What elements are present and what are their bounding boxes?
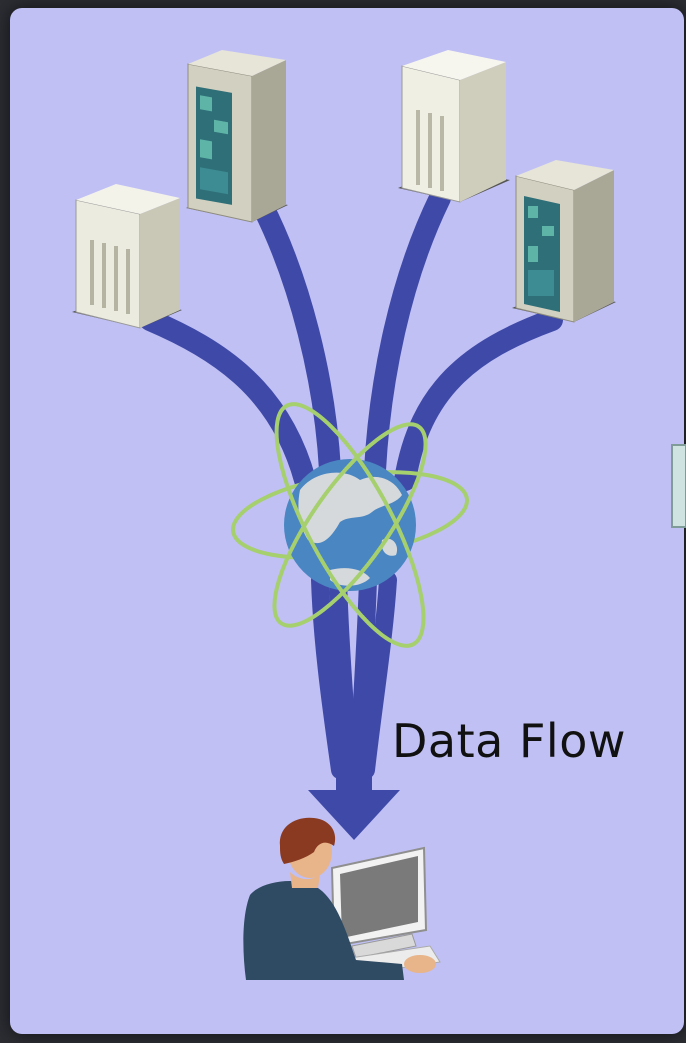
globe-icon bbox=[231, 402, 469, 648]
pipe-server-4 bbox=[394, 309, 563, 491]
pipe-server-3 bbox=[364, 187, 451, 481]
pipe-server-1 bbox=[139, 309, 316, 491]
server-2-icon bbox=[186, 50, 288, 223]
flow-arrow-head bbox=[308, 790, 400, 840]
server-4-icon bbox=[512, 160, 616, 323]
data-flow-label: Data Flow bbox=[392, 714, 626, 768]
pipe-server-2 bbox=[251, 194, 341, 481]
server-3-icon bbox=[398, 50, 510, 203]
edge-tab bbox=[671, 444, 686, 528]
server-1-icon bbox=[72, 184, 182, 329]
person-at-computer-icon bbox=[243, 817, 441, 980]
flow-arrow-shaft bbox=[336, 700, 372, 795]
